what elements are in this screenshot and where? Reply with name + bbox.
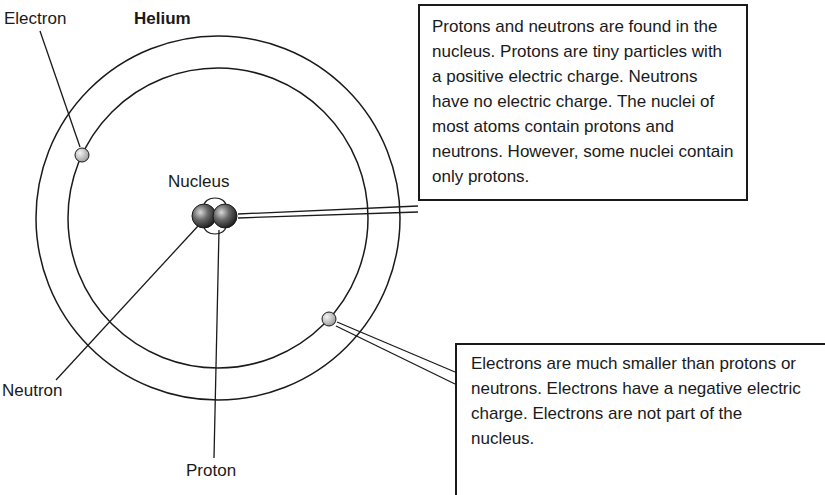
callout-box: Electrons are much smaller than protons … — [455, 343, 825, 495]
part-label: Nucleus — [168, 172, 229, 192]
title-label: Helium — [134, 9, 191, 29]
callout-text: Electrons are much smaller than protons … — [471, 351, 807, 451]
leader-line — [337, 322, 455, 372]
leader-line — [56, 226, 198, 380]
part-label: Neutron — [2, 381, 62, 401]
leader-line — [40, 31, 80, 147]
part-label: Electron — [4, 9, 66, 29]
leader-line — [238, 212, 418, 218]
neutron-sphere — [192, 204, 216, 228]
electron-dot — [75, 148, 89, 162]
outer-shell — [36, 36, 400, 400]
part-label: Proton — [186, 461, 236, 481]
leader-line — [214, 230, 219, 458]
inner-shell — [68, 68, 368, 368]
callout-box: Protons and neutrons are found in the nu… — [418, 4, 748, 201]
leader-line — [336, 326, 455, 384]
proton-sphere — [213, 204, 237, 228]
electron-dot — [322, 312, 336, 326]
callout-text: Protons and neutrons are found in the nu… — [432, 14, 734, 189]
